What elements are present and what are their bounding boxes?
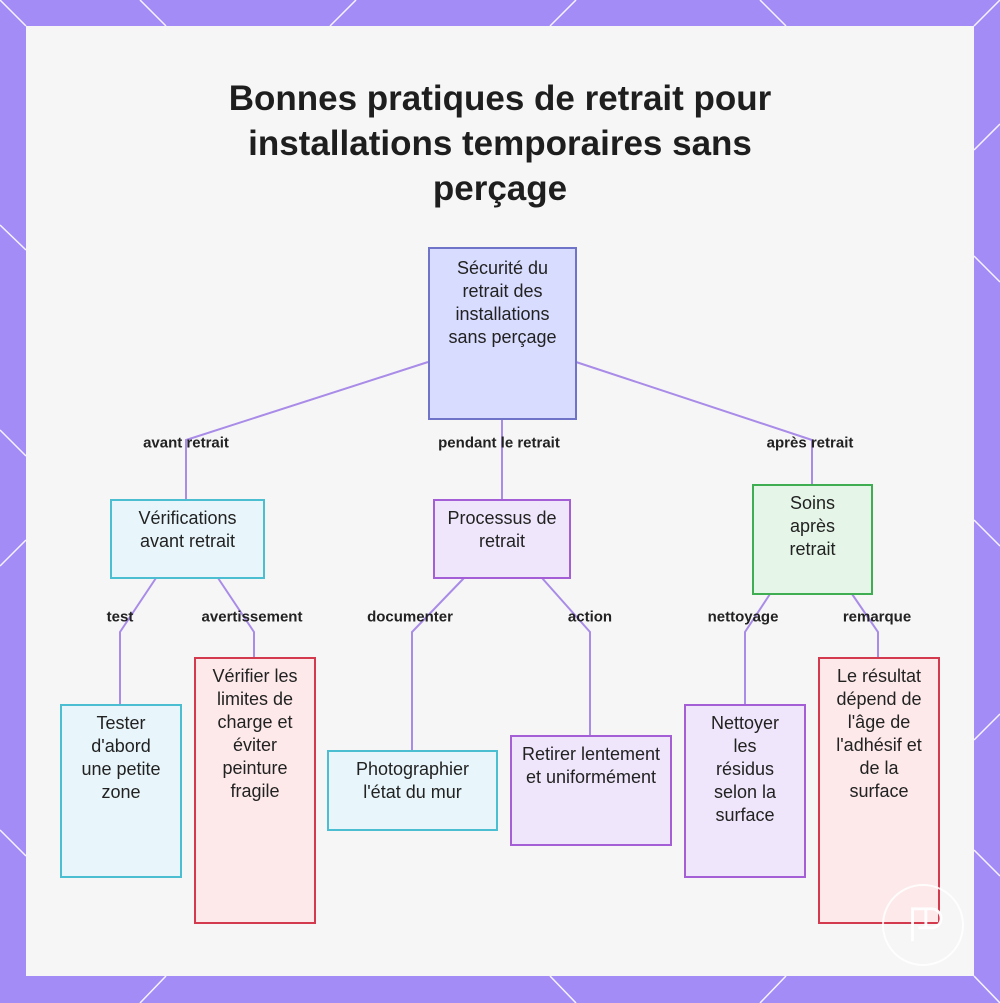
node-nettoyer: Nettoyer les résidus selon la surface: [684, 704, 806, 878]
node-processus: Processus de retrait: [433, 499, 571, 579]
edge-processus-retirer: [541, 577, 591, 735]
logo-watermark-icon: [882, 884, 964, 966]
edge-soins-nettoyer: [744, 593, 771, 704]
node-retirer-label: Retirer lentement et uniformément: [521, 744, 661, 787]
node-soins: Soins après retrait: [752, 484, 873, 595]
node-nettoyer-label: Nettoyer les résidus selon la surface: [710, 713, 780, 825]
edge-verifications-tester: [119, 577, 157, 704]
edge-root-verifications: [185, 361, 429, 499]
node-soins-label: Soins après retrait: [789, 493, 836, 559]
node-verifications: Vérifications avant retrait: [110, 499, 265, 579]
edge-label-action: action: [567, 608, 613, 626]
edge-root-soins: [575, 361, 813, 484]
node-verifications-label: Vérifications avant retrait: [138, 508, 237, 551]
node-retirer: Retirer lentement et uniformément: [510, 735, 672, 846]
edge-soins-resultat: [851, 593, 879, 657]
edge-verifications-verifier: [217, 577, 255, 657]
node-photographier: Photographier l'état du mur: [327, 750, 498, 831]
node-resultat: Le résultat dépend de l'âge de l'adhésif…: [818, 657, 940, 924]
node-resultat-label: Le résultat dépend de l'âge de l'adhésif…: [836, 666, 922, 801]
edge-label-remarque: remarque: [842, 608, 912, 626]
node-root: Sécurité du retrait des installations sa…: [428, 247, 577, 420]
edge-label-apres-retrait: après retrait: [766, 434, 854, 452]
node-photographier-label: Photographier l'état du mur: [355, 759, 470, 802]
edge-label-documenter: documenter: [367, 608, 453, 626]
edge-label-avertissement: avertissement: [201, 608, 303, 626]
edge-processus-photographier: [411, 577, 465, 750]
edge-label-pendant-le-retrait: pendant le retrait: [438, 434, 560, 452]
node-root-label: Sécurité du retrait des installations sa…: [448, 258, 557, 347]
page-title: Bonnes pratiques de retrait pour install…: [0, 76, 1000, 211]
edge-label-avant-retrait: avant retrait: [143, 434, 229, 452]
edge-label-nettoyage: nettoyage: [707, 608, 779, 626]
node-tester-label: Tester d'abord une petite zone: [81, 713, 161, 802]
node-verifier: Vérifier les limites de charge et éviter…: [194, 657, 316, 924]
node-verifier-label: Vérifier les limites de charge et éviter…: [212, 666, 298, 801]
edge-label-test: test: [106, 608, 134, 626]
node-tester: Tester d'abord une petite zone: [60, 704, 182, 878]
node-processus-label: Processus de retrait: [447, 508, 557, 551]
page-title-text: Bonnes pratiques de retrait pour install…: [228, 79, 772, 208]
